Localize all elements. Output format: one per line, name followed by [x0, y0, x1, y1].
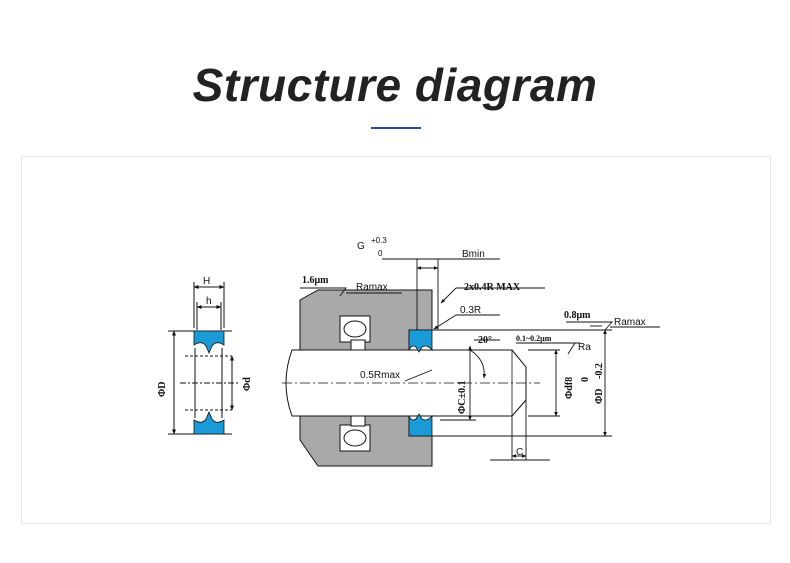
label-zero-right: 0 [580, 377, 591, 382]
label-H: H [203, 276, 210, 287]
label-phiD-left: ΦD [157, 381, 168, 397]
label-phid-left: Φd [242, 377, 253, 391]
label-r05max: 0.5Rmax [360, 370, 400, 381]
label-r03: 0.3R [460, 305, 481, 316]
right-dimensions [300, 258, 660, 461]
label-radius-2x: 2x0.4R MAX [464, 282, 521, 293]
label-ra: Ra [578, 342, 591, 353]
label-range-0-1: 0.1~0.2μm [516, 334, 552, 343]
label-tol-zero: 0 [378, 249, 383, 258]
label-surface-1-6: 1.6μm [302, 275, 329, 286]
title-underline [371, 127, 421, 129]
label-h: h [206, 296, 212, 307]
label-bmin: Bmin [462, 249, 485, 260]
label-ramax-1: Ramax [356, 282, 388, 293]
shaft [285, 349, 527, 417]
label-minus02: -0.2 [594, 363, 605, 379]
left-seal-section [168, 282, 240, 435]
label-G: G [357, 241, 365, 252]
seal-profile-top-right [408, 329, 433, 353]
label-tol-plus: +0.3 [371, 236, 387, 245]
label-phiC: ΦC±0.1 [457, 380, 468, 414]
oring-top [339, 315, 371, 351]
label-phiD-right: ΦD [594, 388, 605, 404]
label-phidf8: Φdf8 [564, 377, 575, 399]
page-title: Structure diagram [192, 59, 598, 111]
seal-profile-bottom-left [193, 410, 225, 435]
seal-profile-bottom-right [408, 413, 433, 437]
label-C: C [516, 447, 523, 458]
label-ramax-2: Ramax [614, 317, 646, 328]
label-angle-20: 20° [478, 335, 492, 346]
label-surface-0-8: 0.8μm [564, 310, 591, 321]
seal-profile-top-left [193, 330, 225, 355]
